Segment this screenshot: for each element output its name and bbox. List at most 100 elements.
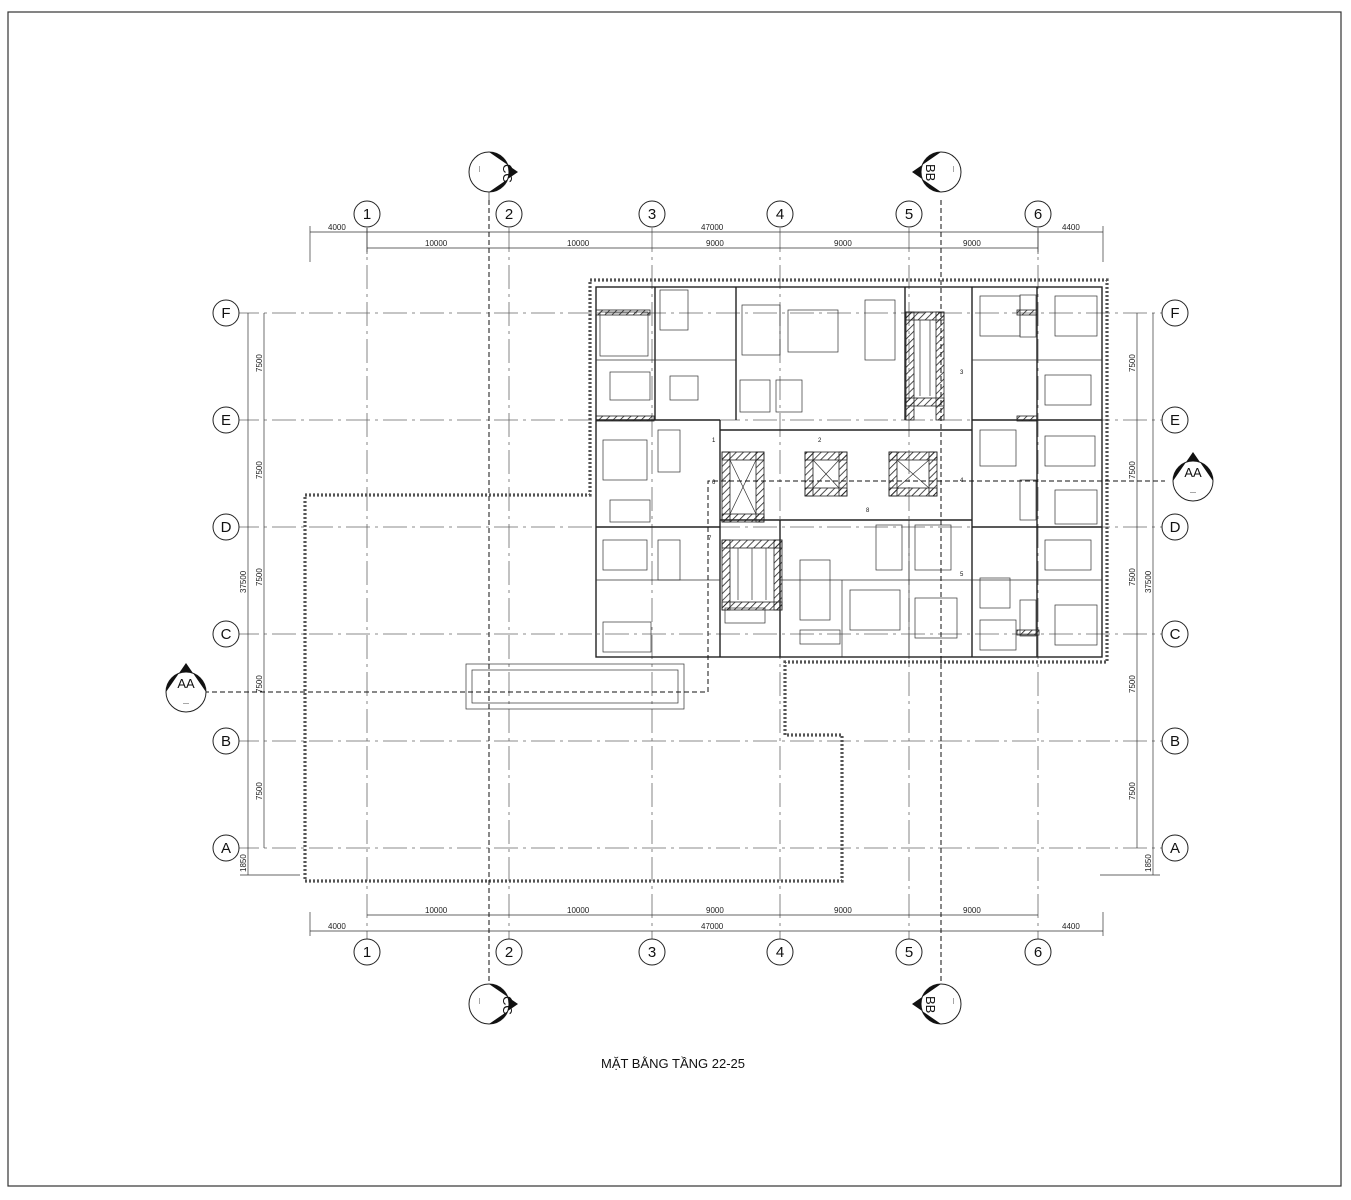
grid-col-6-bottom: 6: [1034, 944, 1042, 961]
grid-col-6-top: 6: [1034, 206, 1042, 223]
dim-bottom-bay-1: 10000: [425, 906, 448, 915]
dim-left-row-5: 7500: [255, 782, 264, 800]
row-bubbles-right: F E D C B A: [1161, 299, 1189, 862]
dim-top-bay-1: 10000: [425, 239, 448, 248]
grid-col-1-top: 1: [363, 206, 371, 223]
grid-row-d-left: D: [221, 519, 232, 536]
section-sub-cc-top: ---: [476, 166, 482, 172]
section-sub-aa-left: ---: [183, 701, 189, 707]
skylight: [465, 663, 685, 710]
section-label-aa-left: AA: [177, 676, 195, 691]
dim-bottom-total: 47000: [701, 922, 724, 931]
dim-top-bay-4: 9000: [834, 239, 852, 248]
grid-row-b-right: B: [1170, 733, 1180, 750]
section-marker-cc-bottom: CC ---: [468, 983, 518, 1025]
section-lines: [196, 200, 1165, 985]
apartment-number-1: 1: [712, 438, 716, 444]
section-arrow-cc-top: [489, 152, 518, 192]
drawing-title: MẶT BẰNG TẦNG 22-25: [601, 1056, 745, 1071]
sheet-border: [7, 11, 1342, 1187]
grid-row-c-left: C: [221, 626, 232, 643]
grid-row-b-left: B: [221, 733, 231, 750]
grid-row-d-right: D: [1170, 519, 1181, 536]
dim-bottom-bay-3: 9000: [706, 906, 724, 915]
grid-row-f-right: F: [1170, 305, 1179, 322]
grid-row-f-left: F: [221, 305, 230, 322]
section-arrow-cc-bottom: [489, 984, 518, 1024]
dim-right-row-2: 7500: [1128, 461, 1137, 479]
grid-row-c-right: C: [1170, 626, 1181, 643]
section-marker-bb-top: BB ---: [912, 151, 962, 193]
right-dimensions: 7500 7500 7500 7500 7500 37500 1850: [1100, 313, 1160, 876]
section-marker-bb-bottom: BB ---: [912, 983, 962, 1025]
section-arrow-bb-bottom: [912, 984, 941, 1024]
grid-row-e-right: E: [1170, 412, 1180, 429]
grid-row-e-left: E: [221, 412, 231, 429]
dim-top-bay-2: 10000: [567, 239, 590, 248]
dim-bottom-bay-5: 9000: [963, 906, 981, 915]
dim-right-row-3: 7500: [1128, 568, 1137, 586]
bottom-dimensions: 10000 10000 9000 9000 9000 4000 47000 44…: [309, 906, 1104, 936]
skylight-inner: [471, 669, 679, 704]
dim-left-row-4: 7500: [255, 675, 264, 693]
dim-right-edge: 1850: [1144, 854, 1153, 872]
section-marker-aa-left: AA ---: [165, 663, 207, 713]
apartment-number-6: 6: [712, 480, 716, 486]
building-outline: [303, 278, 1109, 883]
dim-top-total: 47000: [701, 223, 724, 232]
grid-col-5-top: 5: [905, 206, 913, 223]
section-arrow-aa-right: [1173, 452, 1213, 481]
section-label-cc-top: CC: [500, 164, 515, 183]
dim-right-row-1: 7500: [1128, 354, 1137, 372]
dim-bottom-bay-2: 10000: [567, 906, 590, 915]
section-sub-bb-bottom: ---: [950, 998, 956, 1004]
apartment-number-8: 8: [866, 508, 870, 514]
dim-right-row-5: 7500: [1128, 782, 1137, 800]
section-marker-cc-top: CC ---: [468, 151, 518, 200]
dim-right-overall: 37500: [1144, 570, 1153, 593]
apartment-number-5: 5: [960, 572, 964, 578]
dim-left-row-3: 7500: [255, 568, 264, 586]
dim-bottom-bay-4: 9000: [834, 906, 852, 915]
dim-top-left-offset: 4000: [328, 223, 346, 232]
column-bubbles-bottom: 1 2 3 4 5 6: [353, 938, 1052, 966]
dim-top-bay-5: 9000: [963, 239, 981, 248]
grid-col-5-bottom: 5: [905, 944, 913, 961]
dim-right-row-4: 7500: [1128, 675, 1137, 693]
dim-left-row-1: 7500: [255, 354, 264, 372]
apartment-number-3: 3: [960, 370, 964, 376]
grid-col-3-bottom: 3: [648, 944, 656, 961]
dim-left-overall: 37500: [239, 570, 248, 593]
grid-col-2-bottom: 2: [505, 944, 513, 961]
dim-bottom-right-offset: 4400: [1062, 922, 1080, 931]
dim-top-right-offset: 4400: [1062, 223, 1080, 232]
grid-col-3-top: 3: [648, 206, 656, 223]
grid-row-a-left: A: [221, 840, 231, 857]
grid-col-1-bottom: 1: [363, 944, 371, 961]
dim-top-bay-3: 9000: [706, 239, 724, 248]
section-arrow-aa-left: [166, 663, 206, 692]
tower-plan: [595, 286, 1103, 658]
top-dimensions: 4000 47000 4400 10000 10000 9000 9000 90…: [309, 223, 1104, 262]
section-sub-bb-top: ---: [950, 166, 956, 172]
grid-col-4-top: 4: [776, 206, 784, 223]
grid-row-a-right: A: [1170, 840, 1180, 857]
row-bubbles-left: F E D C B A: [212, 299, 240, 862]
apartment-number-7: 7: [708, 536, 712, 542]
section-label-cc-bottom: CC: [500, 996, 515, 1015]
section-arrow-bb-top: [912, 152, 941, 192]
section-label-aa-right: AA: [1184, 465, 1202, 480]
section-marker-aa-right: AA ---: [1172, 452, 1214, 502]
apartment-number-2: 2: [818, 438, 822, 444]
section-label-bb-top: BB: [923, 164, 938, 181]
dim-left-edge: 1850: [239, 854, 248, 872]
section-label-bb-bottom: BB: [923, 996, 938, 1013]
section-sub-cc-bottom: ---: [476, 998, 482, 1004]
grid-lines: [235, 228, 1163, 950]
grid-col-4-bottom: 4: [776, 944, 784, 961]
column-bubbles-top: 1 2 3 4 5 6: [353, 200, 1052, 228]
grid-col-2-top: 2: [505, 206, 513, 223]
section-sub-aa-right: ---: [1190, 490, 1196, 496]
dim-left-row-2: 7500: [255, 461, 264, 479]
left-dimensions: 7500 7500 7500 7500 7500 37500 1850: [239, 313, 300, 876]
